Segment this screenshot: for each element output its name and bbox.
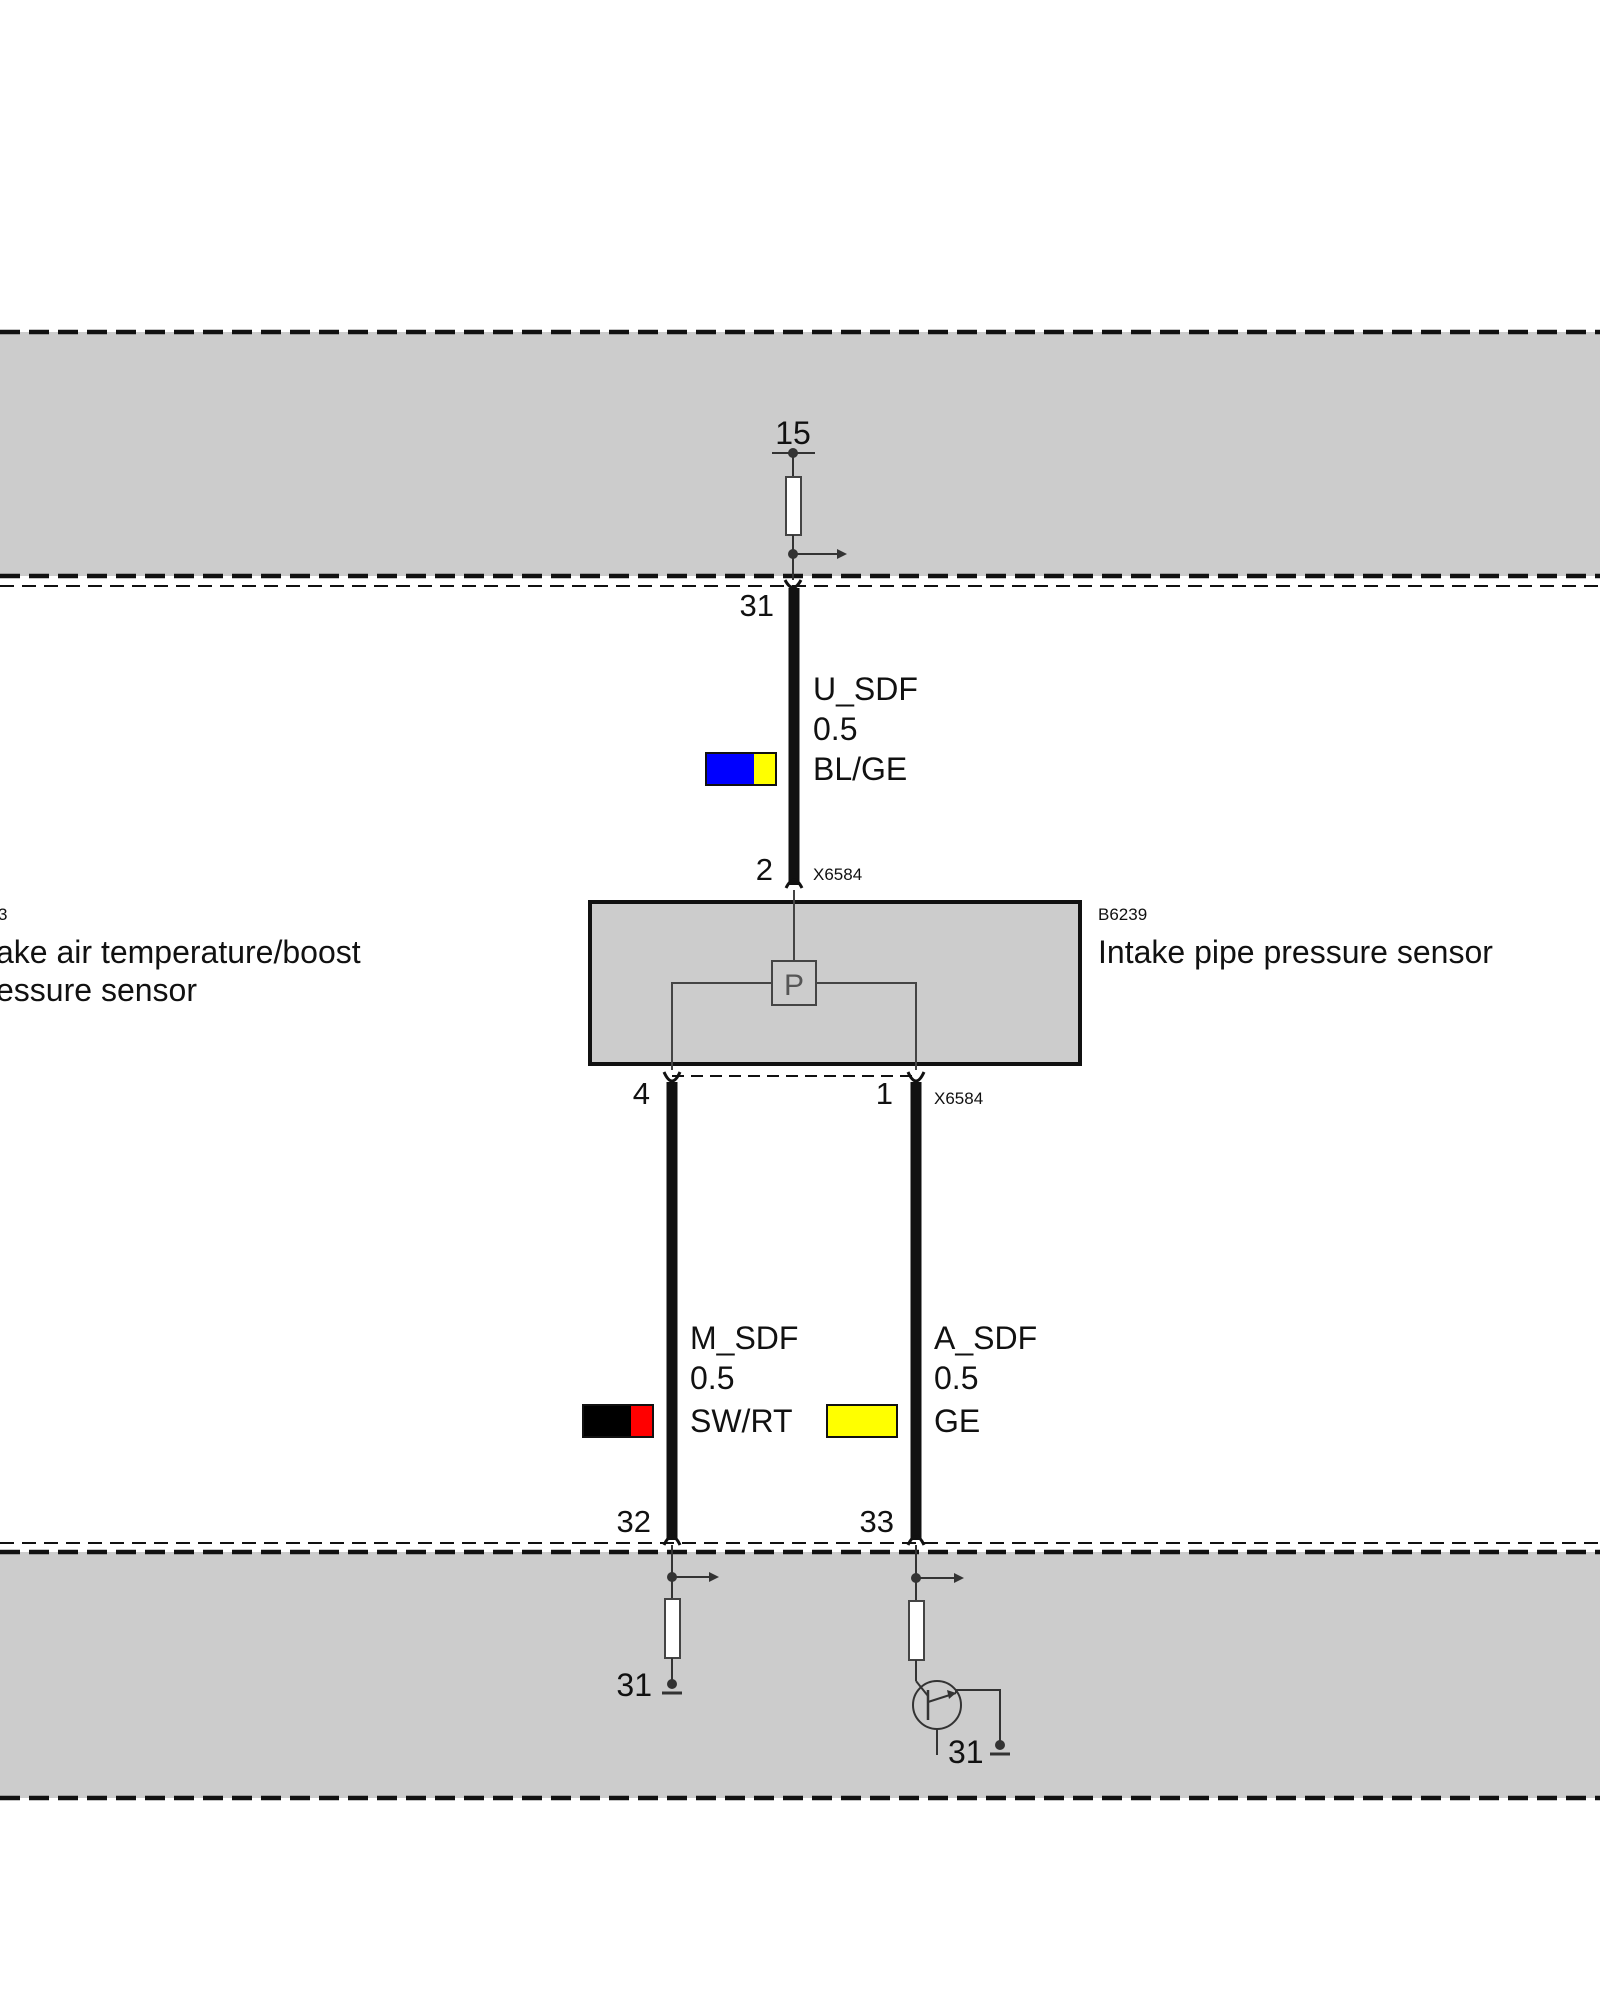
sensor-pin-2-label: 2 <box>756 852 773 887</box>
pressure-symbol: P <box>784 969 804 1002</box>
connector-hook-31 <box>783 579 803 589</box>
pin-31-label: 31 <box>740 588 774 623</box>
top-control-unit-zone: 15 31 <box>0 329 1600 623</box>
wire-u-sdf-signal: U_SDF <box>813 671 918 707</box>
wire-u-sdf-color-code: BL/GE <box>813 751 907 787</box>
wire-a-sdf-color-code: GE <box>934 1403 980 1439</box>
wire-m-sdf-signal: M_SDF <box>690 1320 798 1356</box>
other-component-name-line2: essure sensor <box>0 972 197 1008</box>
pullup-resistor <box>785 476 802 536</box>
pin-33-resistor <box>908 1600 925 1661</box>
wire-m-sdf: M_SDF 0.5 SW/RT <box>582 1082 798 1540</box>
wire-a-sdf-signal: A_SDF <box>934 1320 1037 1356</box>
sensor-name: Intake pipe pressure sensor <box>1098 934 1493 970</box>
transistor-emitter-arrowhead <box>947 1690 956 1699</box>
bottom-control-unit-zone: 32 31 33 <box>0 1504 1600 1801</box>
swatch-red <box>631 1405 653 1437</box>
ground-right-label: 31 <box>948 1734 984 1770</box>
swatch-outline <box>705 752 777 786</box>
transistor-collector <box>915 1680 929 1697</box>
intake-pipe-pressure-sensor: P B6239 Intake pipe pressure sensor <box>588 890 1493 1070</box>
sensor-internal-right-lead <box>816 982 917 1070</box>
supply-15-circuit: 15 31 <box>740 415 847 623</box>
other-component-name-line1: ake air temperature/boost <box>0 934 361 970</box>
pin-33-circuit: 33 31 <box>860 1504 1010 1770</box>
sensor-id: B6239 <box>1098 905 1147 924</box>
swatch-black <box>583 1405 631 1437</box>
swatch-yellow <box>826 1404 898 1438</box>
swatch-yellow <box>754 753 776 785</box>
bottom-zone-fill <box>0 1552 1600 1798</box>
connector-bottom-label: X6584 <box>934 1089 983 1108</box>
transistor-icon <box>912 1680 1001 1755</box>
sensor-pin-1-label: 1 <box>876 1076 893 1111</box>
wire-u-sdf: U_SDF 0.5 BL/GE 2 X6584 <box>705 588 918 889</box>
wire-m-sdf-gauge: 0.5 <box>690 1360 734 1396</box>
pin-32-circuit: 32 31 <box>616 1504 719 1703</box>
swatch-blue <box>706 753 754 785</box>
connector-top-label: X6584 <box>813 865 862 884</box>
intake-air-temperature-sensor-label: 3 ake air temperature/boost essure senso… <box>0 905 361 1008</box>
transistor-base-drive <box>955 1689 1001 1745</box>
connector-hook-pin-32 <box>662 1535 682 1546</box>
wire-a-sdf: A_SDF 0.5 GE <box>826 1082 1037 1540</box>
wire-u-sdf-color-swatch <box>705 752 777 786</box>
connector-hook-pin-1 <box>906 1071 926 1083</box>
sensor-internal-left-lead <box>671 982 772 1070</box>
pin-32-label: 32 <box>617 1504 651 1539</box>
sensor-pin-4-label: 4 <box>633 1076 650 1111</box>
pin-32-ground-node <box>667 1679 677 1689</box>
wire-a-sdf-color-swatch <box>826 1404 898 1438</box>
other-component-id: 3 <box>0 905 7 924</box>
terminal-15-label: 15 <box>775 415 811 451</box>
wire-m-sdf-color-code: SW/RT <box>690 1403 793 1439</box>
pin-33-ground-node <box>995 1740 1005 1750</box>
sensor-bottom-connector: 4 1 X6584 <box>633 1071 983 1111</box>
pin-32-resistor <box>664 1598 681 1659</box>
pin-33-label: 33 <box>860 1504 894 1539</box>
connector-hook-pin-2 <box>784 878 804 889</box>
wire-m-sdf-color-swatch <box>582 1404 654 1438</box>
ground-left-label: 31 <box>616 1667 652 1703</box>
connector-hook-pin-4 <box>662 1071 682 1083</box>
connector-hook-pin-33 <box>906 1535 926 1546</box>
swatch-outline <box>582 1404 654 1438</box>
wire-u-sdf-gauge: 0.5 <box>813 711 857 747</box>
wire-a-sdf-gauge: 0.5 <box>934 1360 978 1396</box>
